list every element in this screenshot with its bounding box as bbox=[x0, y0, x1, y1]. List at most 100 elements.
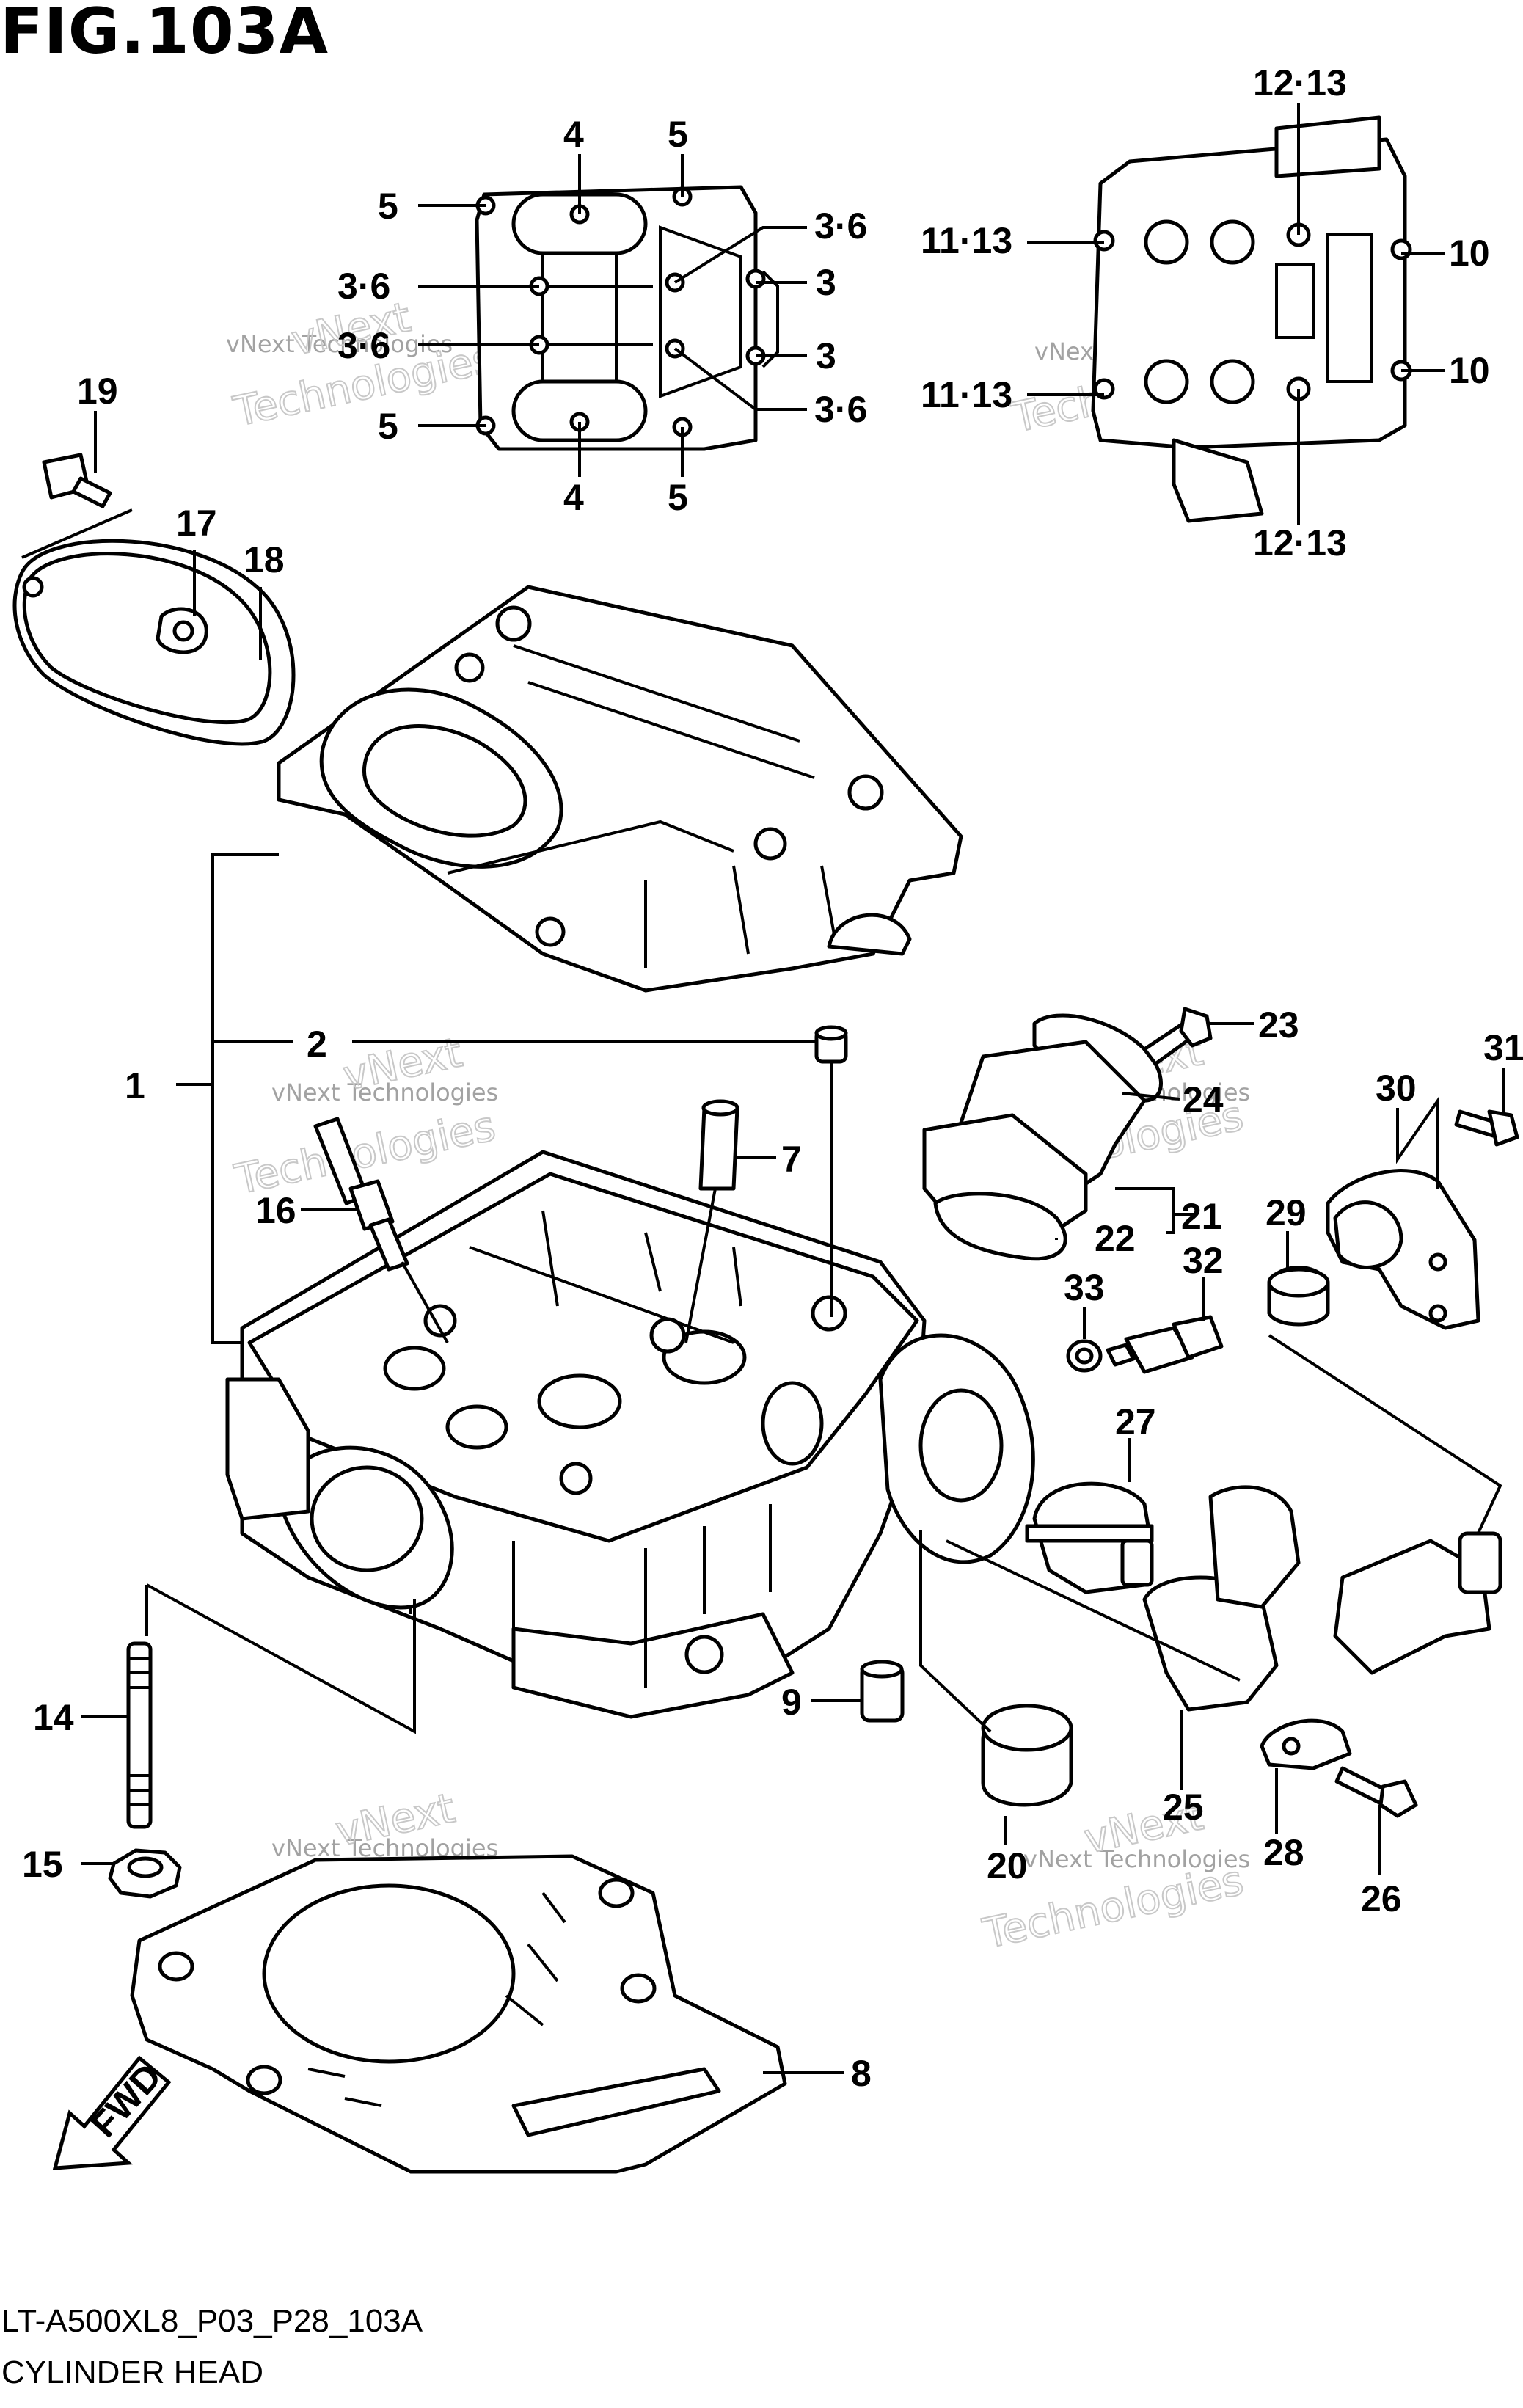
rib bbox=[659, 225, 742, 398]
callout-label: 27 bbox=[1115, 1401, 1156, 1442]
rib bbox=[506, 253, 653, 382]
diagram-code: LT-A500XL8_P03_P28_103A bbox=[1, 2303, 423, 2339]
callout-label: 32 bbox=[1183, 1240, 1224, 1281]
cylinder-head bbox=[225, 1150, 1035, 1719]
head-bolt-boss bbox=[559, 1462, 593, 1495]
slot bbox=[307, 1891, 566, 2107]
bore-opening bbox=[262, 1883, 516, 2064]
head-bolt-pattern-inset bbox=[1027, 103, 1445, 525]
callout-label: 22 bbox=[1095, 1218, 1136, 1259]
callout-label: 7 bbox=[781, 1139, 802, 1180]
watermark-small: vNext Technologies bbox=[226, 330, 453, 358]
oil-tube-top bbox=[701, 1099, 739, 1117]
stud-hole bbox=[1144, 219, 1189, 265]
thermostat-27 bbox=[1025, 1438, 1154, 1594]
callout-label: 28 bbox=[1263, 1832, 1304, 1873]
cover-boss bbox=[753, 827, 787, 861]
leader-line bbox=[673, 226, 807, 284]
leader-line bbox=[401, 1261, 449, 1343]
watermark-small: vNext Technologies bbox=[1023, 1845, 1250, 1873]
callout-label: 31 bbox=[1483, 1027, 1523, 1068]
cover-boss bbox=[454, 652, 485, 683]
dowel-pin-top bbox=[814, 1025, 848, 1041]
dowel-pin-2 bbox=[814, 1025, 848, 1317]
fwd-arrow: FWD bbox=[52, 2055, 172, 2170]
dowel-pin-9 bbox=[811, 1660, 905, 1723]
cam-journal bbox=[761, 1381, 824, 1466]
callout-label: 24 bbox=[1183, 1079, 1224, 1120]
inspection-cap-group bbox=[12, 411, 296, 746]
intake-pipe bbox=[922, 1007, 1254, 1261]
cap-cover bbox=[22, 552, 272, 725]
callout-label: 4 bbox=[563, 114, 584, 155]
callout-label: 11·13 bbox=[921, 374, 1012, 415]
diagram-name: CYLINDER HEAD bbox=[1, 2354, 263, 2390]
washer-33-hole bbox=[1075, 1347, 1094, 1365]
gasket-hole bbox=[598, 1878, 635, 1908]
thermostat-case-tube bbox=[1333, 1200, 1403, 1269]
coolant-outlet-hole bbox=[918, 1388, 1004, 1503]
head-cover-body bbox=[277, 585, 963, 993]
thread bbox=[128, 1657, 150, 1806]
leader-line bbox=[145, 1583, 416, 1734]
callout-label: 25 bbox=[1163, 1787, 1204, 1828]
bolt-26-shank bbox=[1334, 1766, 1389, 1806]
bolt-hole bbox=[1428, 1304, 1447, 1323]
callout-label: 3·6 bbox=[814, 389, 867, 430]
rib bbox=[409, 1504, 772, 1688]
assembly-bracket bbox=[176, 853, 829, 1344]
bolt-hole bbox=[1428, 1252, 1447, 1272]
callout-label: 20 bbox=[987, 1845, 1028, 1886]
cover-boss bbox=[495, 605, 532, 642]
gasket-hole bbox=[158, 1951, 194, 1982]
callout-label: 3·6 bbox=[337, 266, 390, 307]
callout-label: 3·6 bbox=[337, 325, 390, 366]
stud-14 bbox=[126, 1641, 153, 1829]
rib bbox=[1326, 233, 1373, 383]
callout-label: 15 bbox=[22, 1844, 63, 1885]
figure-title: FIG.103A bbox=[0, 0, 329, 68]
head-lower-block bbox=[511, 1612, 795, 1719]
gasket-rect-slot bbox=[511, 2067, 721, 2137]
side-flange bbox=[225, 1377, 310, 1521]
callout-label: 18 bbox=[244, 539, 285, 580]
callout-label: 10 bbox=[1449, 350, 1490, 391]
thermostat-pin bbox=[1120, 1539, 1154, 1587]
callout-label: 5 bbox=[668, 114, 688, 155]
oil-tube-7 bbox=[684, 1099, 776, 1343]
callout-label: 3 bbox=[816, 262, 836, 303]
callout-label: 16 bbox=[255, 1190, 296, 1231]
leader-line bbox=[211, 853, 279, 1344]
stud-hole bbox=[1144, 359, 1189, 404]
temp-sensor-32-tip bbox=[1106, 1343, 1136, 1367]
callout-label: 9 bbox=[781, 1682, 802, 1723]
leader-line bbox=[684, 1188, 717, 1343]
spark-plug-hex bbox=[348, 1179, 395, 1231]
cam-journal bbox=[537, 1373, 622, 1429]
callout-label: 2 bbox=[307, 1024, 327, 1065]
leader-line bbox=[1396, 1095, 1439, 1189]
callout-label: 12·13 bbox=[1253, 522, 1347, 563]
callout-label: 3 bbox=[816, 335, 836, 376]
bolt-31-head bbox=[1487, 1109, 1519, 1147]
temp-sensor-group bbox=[1066, 1277, 1224, 1374]
leader-line bbox=[1115, 1187, 1175, 1234]
gasket-hole bbox=[620, 1973, 657, 2004]
callout-label: 11·13 bbox=[921, 220, 1012, 261]
cylinder-head-cover bbox=[277, 585, 963, 993]
callout-label: 5 bbox=[668, 477, 688, 518]
thermostat-cover-group bbox=[946, 1485, 1502, 1875]
o-ring-29-face bbox=[1267, 1267, 1330, 1298]
stud-hole bbox=[1210, 219, 1255, 265]
rib bbox=[447, 644, 815, 875]
clamp-bolt-23-head bbox=[1179, 1007, 1213, 1048]
rib bbox=[21, 508, 133, 559]
temp-sensor-32-connector bbox=[1172, 1315, 1224, 1360]
bolt-hole bbox=[1390, 238, 1412, 260]
leader-line bbox=[1268, 1334, 1502, 1542]
fwd-arrow-shape bbox=[52, 2055, 172, 2170]
thermostat-flange bbox=[1025, 1524, 1154, 1543]
callout-label: 5 bbox=[378, 186, 398, 227]
